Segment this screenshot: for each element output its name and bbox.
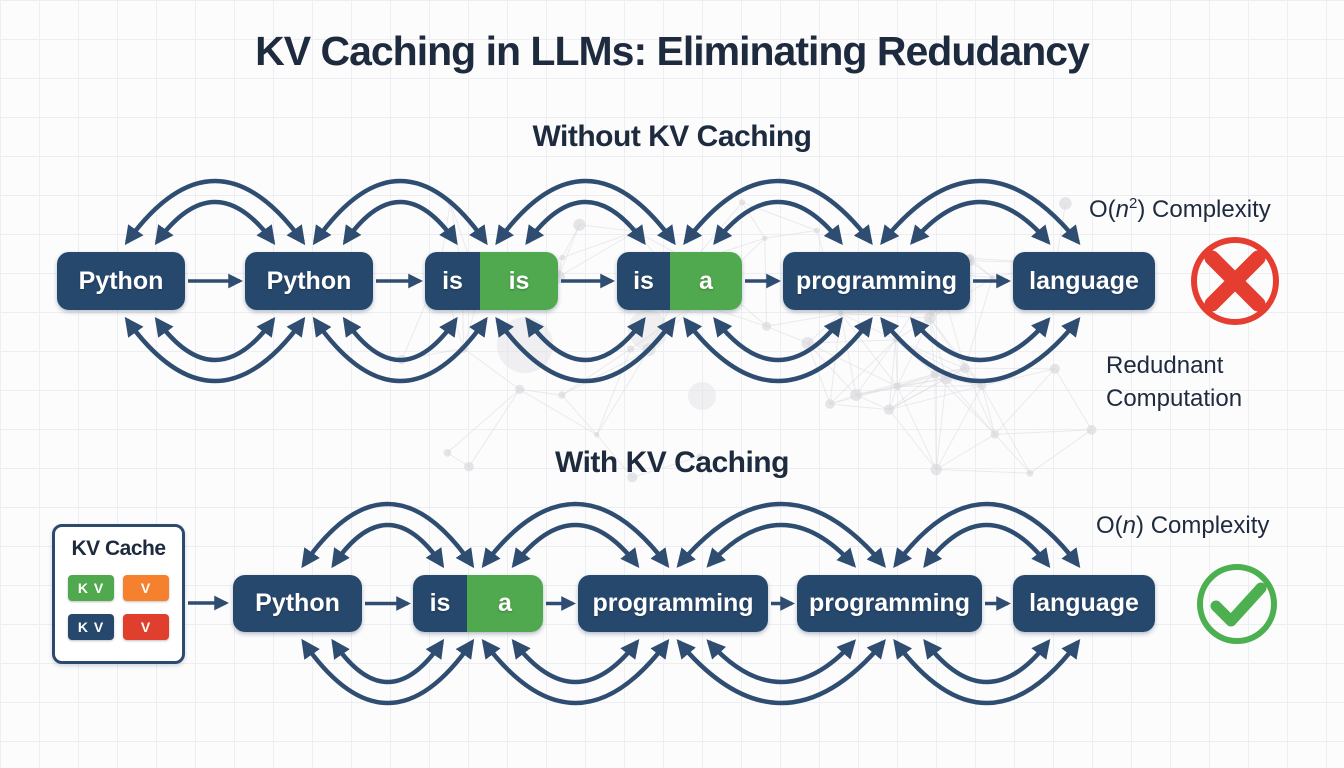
kv-chip: K V — [68, 575, 114, 601]
token-part: Python — [57, 252, 185, 310]
kv-cache-title: KV Cache — [71, 537, 166, 560]
redundant-computation-note: Redudnant Computation — [1106, 352, 1243, 412]
check-icon — [1197, 564, 1277, 644]
token-part: is — [413, 575, 467, 632]
token-part: is — [617, 252, 670, 310]
token-part: programming — [578, 575, 768, 632]
kv-cache-box: KV Cache K V V K V V — [52, 524, 185, 664]
token-part: language — [1013, 252, 1155, 310]
token: language — [1013, 575, 1155, 632]
complexity-label-quadratic: O(n2) Complexity — [1089, 195, 1271, 223]
token-part: is — [480, 252, 558, 310]
token-part: Python — [245, 252, 373, 310]
kv-chip-grid: K V V K V V — [55, 575, 182, 640]
token: programming — [578, 575, 768, 632]
attention-arcs — [124, 178, 1081, 384]
token: programming — [797, 575, 982, 632]
attention-arcs — [188, 501, 1081, 706]
kv-chip: V — [123, 614, 169, 640]
token-part: is — [425, 252, 480, 310]
token: Python — [245, 252, 373, 310]
kv-chip: K V — [68, 614, 114, 640]
background-network — [397, 197, 1097, 483]
section-heading-with-kv: With KV Caching — [555, 446, 789, 479]
token: Python — [57, 252, 185, 310]
section-heading-without-kv: Without KV Caching — [532, 120, 812, 153]
token-part: a — [467, 575, 543, 632]
kv-chip: V — [123, 575, 169, 601]
token-part: a — [670, 252, 742, 310]
token-part: programming — [783, 252, 970, 310]
token: programming — [783, 252, 970, 310]
token-part: programming — [797, 575, 982, 632]
token: language — [1013, 252, 1155, 310]
complexity-label-linear: O(n) Complexity — [1096, 512, 1270, 539]
token: Python — [233, 575, 362, 632]
token-part: language — [1013, 575, 1155, 632]
token-part: Python — [233, 575, 362, 632]
cross-icon — [1191, 237, 1279, 325]
page-title: KV Caching in LLMs: Eliminating Redudanc… — [255, 28, 1090, 74]
